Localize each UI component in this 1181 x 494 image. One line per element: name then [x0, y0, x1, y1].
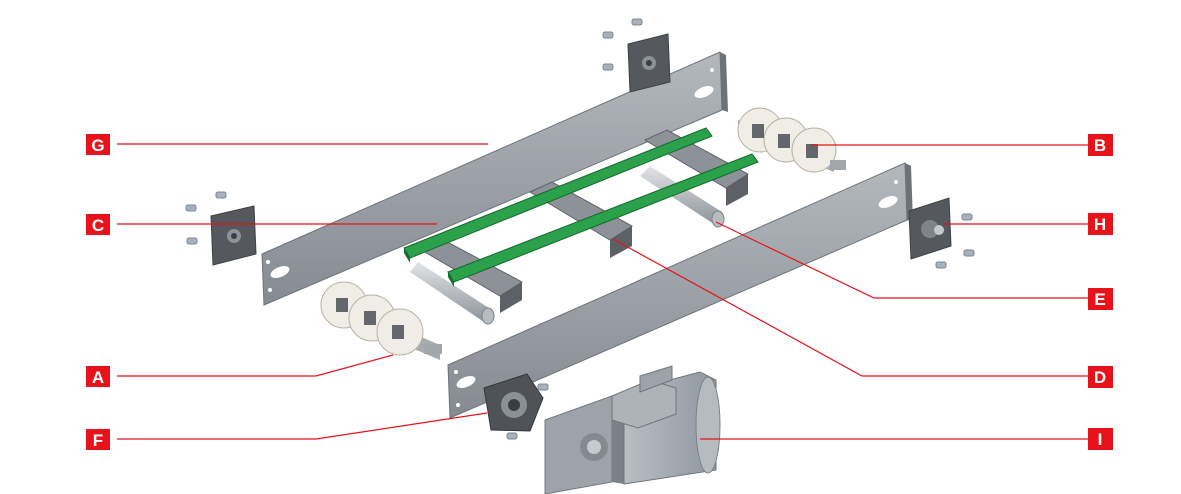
- bearing-flange-left: [185, 191, 257, 266]
- callout-a: A: [86, 366, 110, 387]
- callout-b: B: [1088, 134, 1113, 156]
- callout-g: G: [86, 134, 110, 155]
- callout-i-label: I: [1098, 430, 1103, 449]
- callout-h-label: H: [1094, 215, 1106, 234]
- callout-d: D: [1088, 366, 1113, 388]
- bearing-flange-motor-side: [483, 373, 549, 440]
- callout-c: C: [86, 214, 110, 235]
- callout-e: E: [1088, 288, 1113, 310]
- callout-h: H: [1088, 213, 1113, 235]
- roller-back: [640, 166, 725, 228]
- leader-line-a: [117, 354, 394, 377]
- callout-g-label: G: [91, 136, 104, 155]
- callout-a-label: A: [92, 368, 104, 387]
- leader-line-e: [715, 221, 1088, 299]
- callout-f-label: F: [93, 431, 103, 450]
- sprocket-assembly-front: [320, 281, 442, 360]
- callout-c-label: C: [92, 216, 104, 235]
- sprocket-assembly-back: [737, 107, 846, 173]
- callout-b-label: B: [1094, 136, 1106, 155]
- roller-front: [410, 262, 495, 325]
- side-frame-rail-back: [261, 51, 728, 306]
- bearing-flange-top: [602, 18, 671, 93]
- bearing-flange-right: [908, 197, 975, 269]
- callout-e-label: E: [1094, 290, 1105, 309]
- callout-d-label: D: [1094, 368, 1106, 387]
- leader-lines: [117, 143, 1088, 440]
- callout-f: F: [86, 429, 110, 450]
- gear-motor: [544, 365, 721, 494]
- callout-i: I: [1088, 428, 1113, 450]
- leader-line-d: [612, 238, 1088, 377]
- leader-line-f: [117, 412, 488, 440]
- chain-guide-strips: [403, 127, 759, 287]
- side-frame-rail-front: [447, 162, 913, 419]
